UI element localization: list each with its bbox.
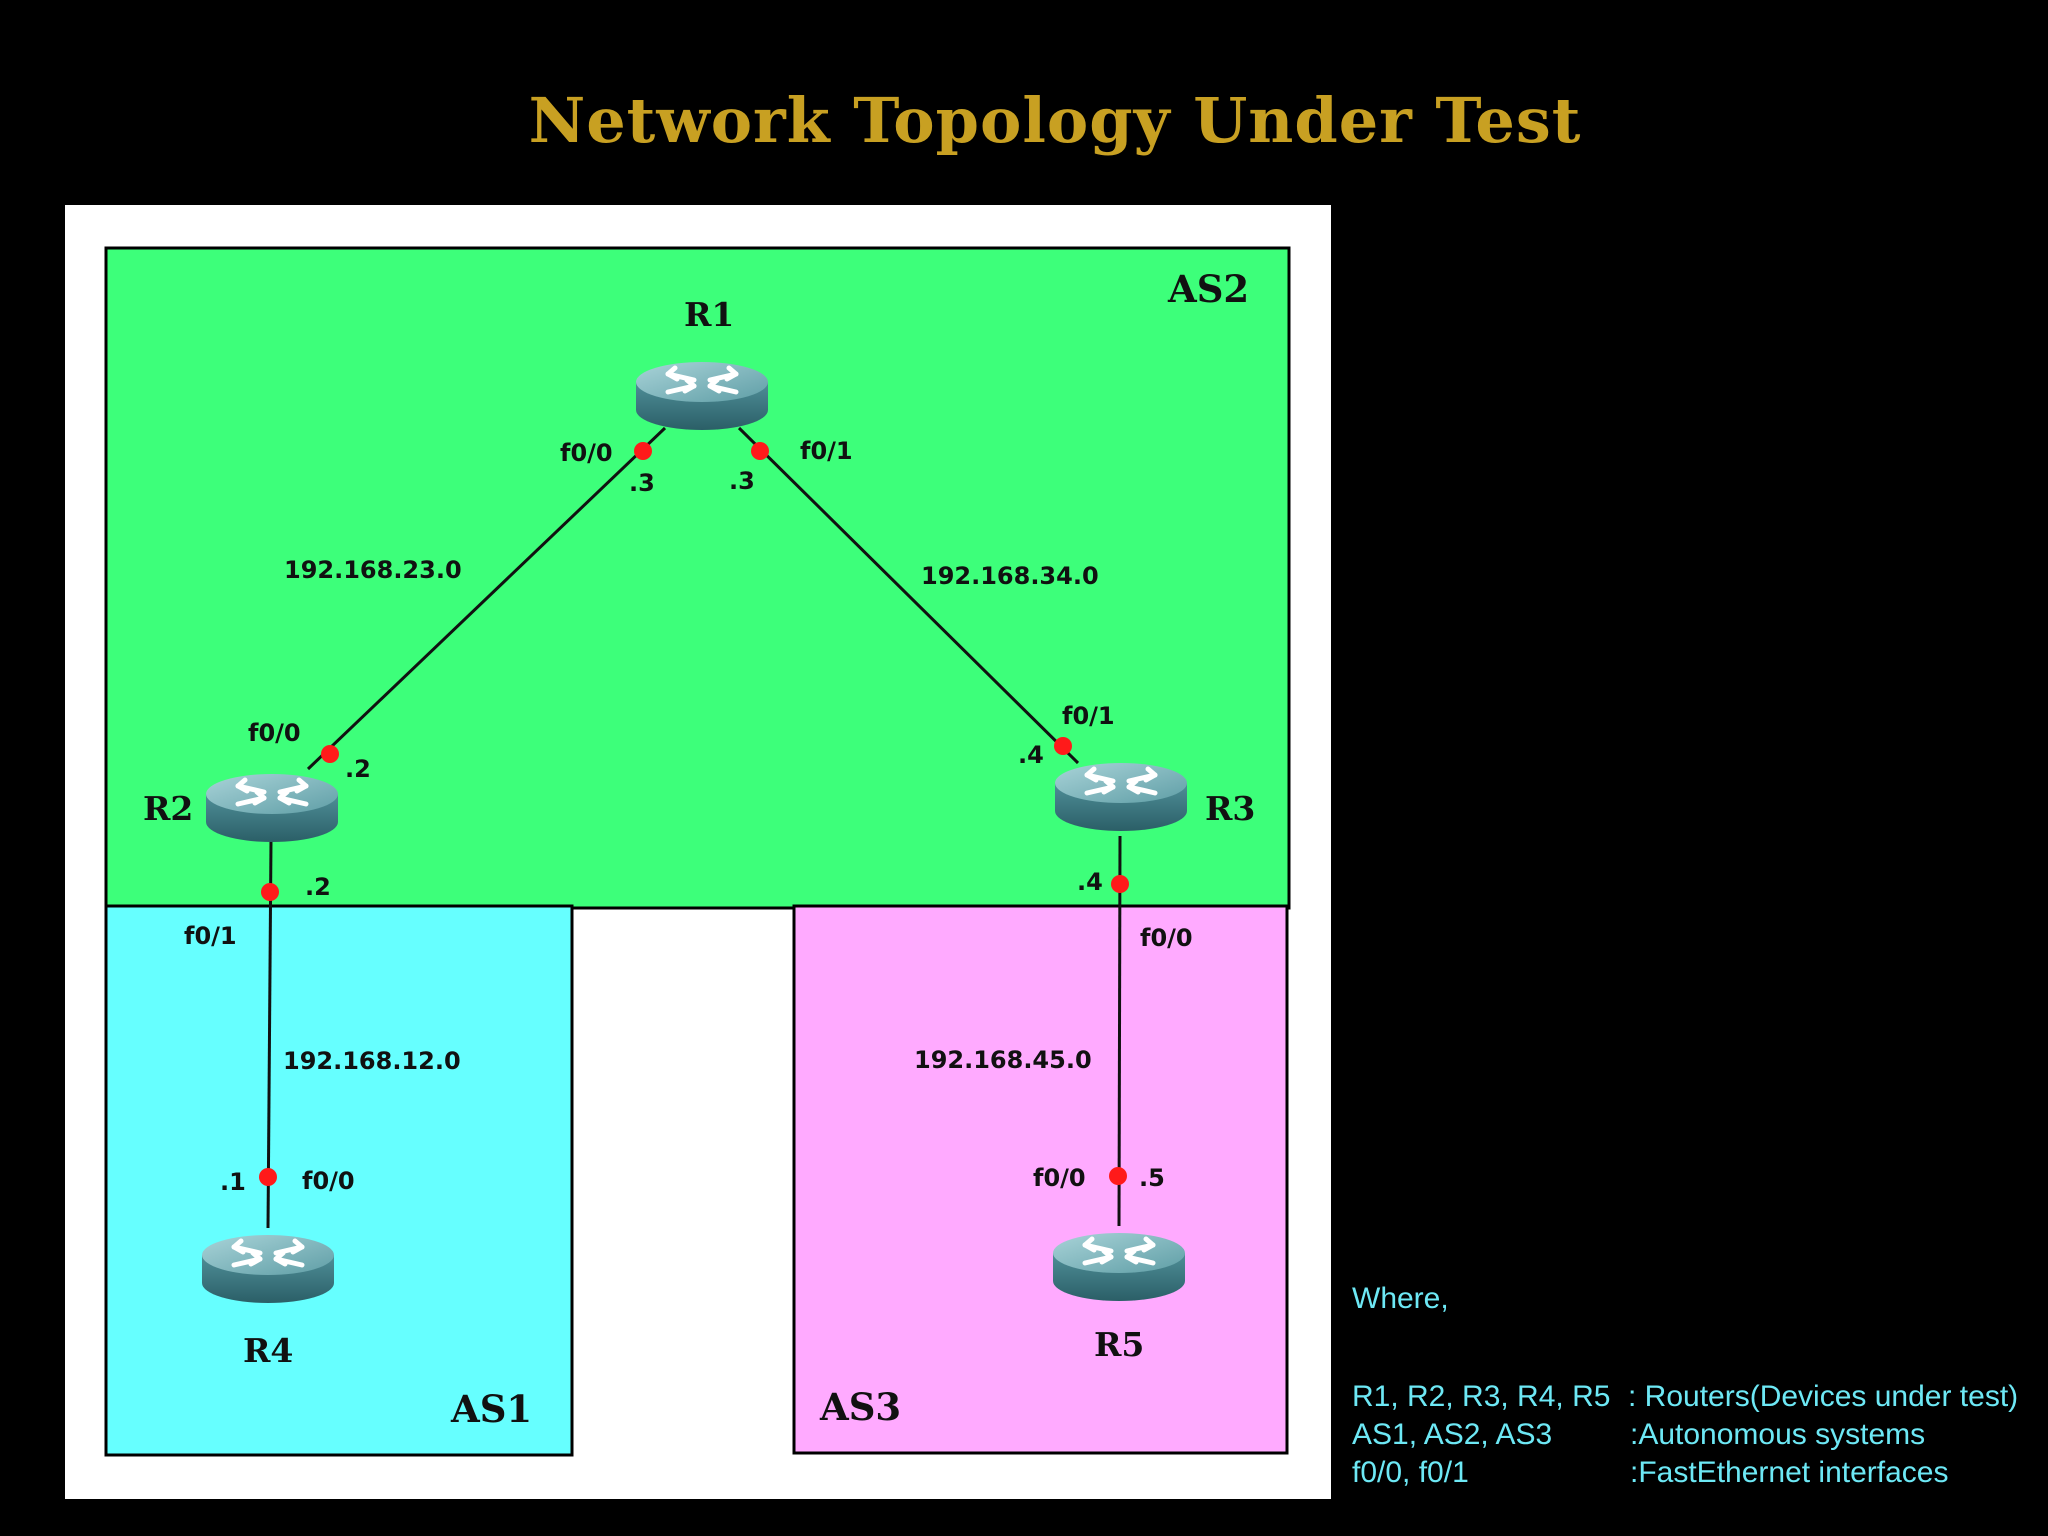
interface-dot-r1-f0-0[interactable] bbox=[634, 442, 652, 460]
interface-label-r1-f0-0: f0/0 bbox=[560, 439, 613, 467]
router-icon bbox=[636, 362, 768, 430]
router-icon bbox=[1055, 763, 1187, 831]
legend-intro: Where, bbox=[1352, 1282, 1449, 1315]
router-r2-label: R2 bbox=[143, 789, 193, 828]
router-r4-label: R4 bbox=[243, 1331, 293, 1370]
interface-dot-r2-f0-0[interactable] bbox=[321, 745, 339, 763]
router-r5[interactable] bbox=[1053, 1233, 1185, 1301]
ip-label-r3-f0-1: .4 bbox=[1018, 741, 1044, 769]
as3-label: AS3 bbox=[819, 1385, 901, 1429]
interface-label-r5-f0-0: f0/0 bbox=[1033, 1164, 1086, 1192]
ip-label-r2-f0-0: .2 bbox=[345, 755, 371, 783]
router-r5-label: R5 bbox=[1094, 1325, 1144, 1364]
legend-term: R1, R2, R3, R4, R5 bbox=[1352, 1380, 1611, 1413]
link-r3-r5 bbox=[1117, 835, 1122, 1227]
network-label-r2-r4: 192.168.12.0 bbox=[283, 1047, 461, 1075]
as3-zone bbox=[792, 904, 1289, 1455]
interface-dot-r4-f0-0[interactable] bbox=[259, 1168, 277, 1186]
interface-label-r4-f0-0: f0/0 bbox=[302, 1167, 355, 1195]
ip-label-r4-f0-0: .1 bbox=[220, 1168, 246, 1196]
router-r3[interactable] bbox=[1055, 763, 1187, 831]
network-label-r1-r2: 192.168.23.0 bbox=[284, 556, 462, 584]
legend-desc: : Routers(Devices under test) bbox=[1628, 1380, 2019, 1413]
ip-label-r1-f0-1: .3 bbox=[729, 467, 755, 495]
interface-label-r2-f0-1: f0/1 bbox=[184, 922, 237, 950]
as1-label: AS1 bbox=[450, 1387, 532, 1431]
link-r1-r2 bbox=[306, 426, 667, 771]
legend-row: f0/0, f0/1 :FastEthernet interfaces bbox=[1352, 1454, 2042, 1492]
ip-label-r3-f0-0: .4 bbox=[1077, 868, 1103, 896]
legend-desc: :FastEthernet interfaces bbox=[1630, 1456, 1949, 1489]
link-r2-r4 bbox=[266, 839, 273, 1229]
legend-desc: :Autonomous systems bbox=[1630, 1418, 1926, 1451]
interface-label-r3-f0-0: f0/0 bbox=[1140, 924, 1193, 952]
legend: Where, R1, R2, R3, R4, R5 : Routers(Devi… bbox=[1352, 1280, 2042, 1492]
router-r1-label: R1 bbox=[684, 295, 734, 334]
interface-dot-r1-f0-1[interactable] bbox=[751, 442, 769, 460]
ip-label-r5-f0-0: .5 bbox=[1139, 1164, 1165, 1192]
ip-label-r1-f0-0: .3 bbox=[629, 469, 655, 497]
legend-term: AS1, AS2, AS3 bbox=[1352, 1418, 1553, 1451]
as2-label: AS2 bbox=[1167, 267, 1249, 311]
router-r3-label: R3 bbox=[1205, 789, 1255, 828]
network-label-r1-r3: 192.168.34.0 bbox=[921, 562, 1099, 590]
router-icon bbox=[206, 774, 338, 842]
interface-dot-r2-f0-1[interactable] bbox=[261, 883, 279, 901]
legend-row: R1, R2, R3, R4, R5 : Routers(Devices und… bbox=[1352, 1378, 2042, 1416]
interface-dot-r3-f0-1[interactable] bbox=[1054, 737, 1072, 755]
router-icon bbox=[202, 1235, 334, 1303]
legend-row: AS1, AS2, AS3 :Autonomous systems bbox=[1352, 1416, 2042, 1454]
slide-title: Network Topology Under Test bbox=[528, 84, 1582, 157]
network-label-r3-r5: 192.168.45.0 bbox=[914, 1046, 1092, 1074]
link-r1-r3 bbox=[737, 426, 1080, 765]
router-r1[interactable] bbox=[636, 362, 768, 430]
router-r4[interactable] bbox=[202, 1235, 334, 1303]
interface-label-r1-f0-1: f0/1 bbox=[800, 437, 853, 465]
interface-label-r3-f0-1: f0/1 bbox=[1062, 702, 1115, 730]
router-icon bbox=[1053, 1233, 1185, 1301]
interface-dot-r5-f0-0[interactable] bbox=[1109, 1167, 1127, 1185]
ip-label-r2-f0-1: .2 bbox=[305, 873, 331, 901]
legend-term: f0/0, f0/1 bbox=[1352, 1456, 1469, 1489]
interface-label-r2-f0-0: f0/0 bbox=[248, 719, 301, 747]
as1-zone bbox=[104, 904, 574, 1457]
interface-dot-r3-f0-0[interactable] bbox=[1111, 875, 1129, 893]
router-r2[interactable] bbox=[206, 774, 338, 842]
